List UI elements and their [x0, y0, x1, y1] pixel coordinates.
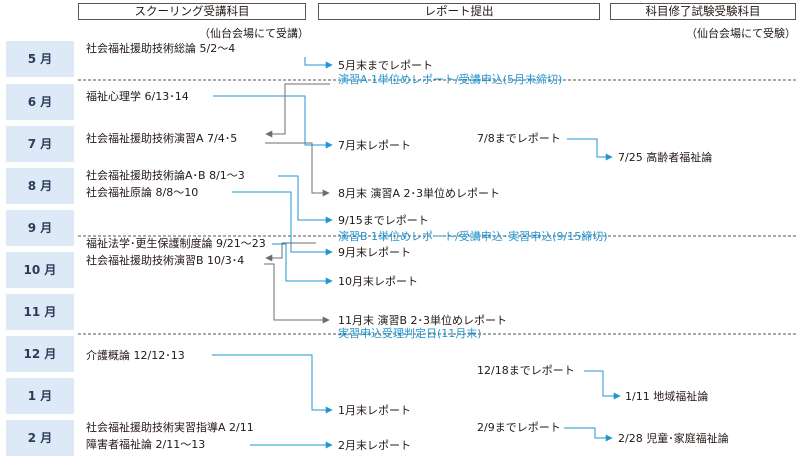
exam-item: 7/25 高齢者福祉論 [618, 151, 713, 164]
report-item: 8月末 演習A 2･3単位めレポート [338, 187, 501, 200]
month-july: 7 月 [6, 126, 74, 162]
report-item: 10月末レポート [338, 275, 418, 288]
report-item: 11月末 演習B 2･3単位めレポート [338, 314, 508, 327]
month-may: 5 月 [6, 41, 74, 77]
month-august: 8 月 [6, 168, 74, 204]
arrow-e2-x2 [584, 370, 621, 400]
arrow-s1-r1 [304, 57, 333, 69]
report-item: 7月末レポート [338, 139, 411, 152]
month-october: 10 月 [6, 252, 74, 288]
arrow-e3-x3 [564, 427, 613, 442]
schooling-item: 福祉法学･更生保護制度論 9/21〜23 [86, 237, 266, 250]
exam-header: 科目修了試験受験科目 [610, 3, 796, 20]
exam-item: 2/28 児童･家庭福祉論 [618, 432, 729, 445]
arrow-s8-r8 [212, 354, 333, 414]
month-december: 12 月 [6, 336, 74, 372]
report-item: 9月末レポート [338, 246, 411, 259]
arrow-s3-r3 [265, 142, 330, 197]
schooling-subheader: （仙台会場にて受講） [199, 27, 309, 40]
arrow-m1-s3 [265, 83, 330, 138]
schooling-item: 介護概論 12/12･13 [86, 349, 185, 362]
month-february: 2 月 [6, 420, 74, 456]
arrow-s5-r5 [232, 191, 333, 256]
milestone-label: 実習申込受理判定日(11月末) [338, 327, 482, 340]
month-september: 9 月 [6, 210, 74, 246]
milestone-label: 演習B 1単位めレポート/受講申込･実習申込(9/15締切) [338, 230, 608, 243]
schooling-item: 社会福祉援助技術演習B 10/3･4 [86, 254, 245, 267]
schooling-header: スクーリング受講科目 [78, 3, 306, 20]
schooling-item: 社会福祉援助技術演習A 7/4･5 [86, 132, 238, 145]
month-june: 6 月 [6, 84, 74, 120]
schooling-item: 社会福祉援助技術実習指導A 2/11 [86, 421, 254, 434]
arrow-s2-r2 [213, 95, 333, 149]
month-january: 1 月 [6, 378, 74, 414]
milestone-label: 演習A 1単位めレポート/受講申込(5月末締切) [338, 73, 563, 86]
exam-report-item: 12/18までレポート [477, 364, 575, 377]
exam-subheader: （仙台会場にて受験） [686, 27, 796, 40]
schooling-item: 福祉心理学 6/13･14 [86, 90, 189, 103]
milestone-dividers [78, 79, 798, 335]
arrow-s7-r7 [264, 263, 330, 324]
arrow-s6-r6 [272, 243, 333, 285]
schooling-item: 障害者福祉論 2/11〜13 [86, 438, 206, 451]
report-item: 5月末までレポート [338, 59, 433, 72]
arrow-e1-x1 [567, 138, 613, 161]
report-header: レポート提出 [318, 3, 600, 20]
schooling-item: 社会福祉援助技術総論 5/2〜4 [86, 42, 236, 55]
exam-item: 1/11 地域福祉論 [625, 390, 709, 403]
exam-report-item: 7/8までレポート [477, 132, 561, 145]
schooling-item: 社会福祉原論 8/8〜10 [86, 186, 199, 199]
exam-report-item: 2/9までレポート [477, 421, 561, 434]
schooling-item: 社会福祉援助技術論A･B 8/1〜3 [86, 169, 245, 182]
arrow-m2-s7 [265, 242, 316, 262]
report-item: 9/15までレポート [338, 214, 429, 227]
report-item: 1月末レポート [338, 404, 411, 417]
month-november: 11 月 [6, 294, 74, 330]
report-item: 2月末レポート [338, 439, 411, 452]
arrow-s4-r4 [278, 175, 333, 224]
